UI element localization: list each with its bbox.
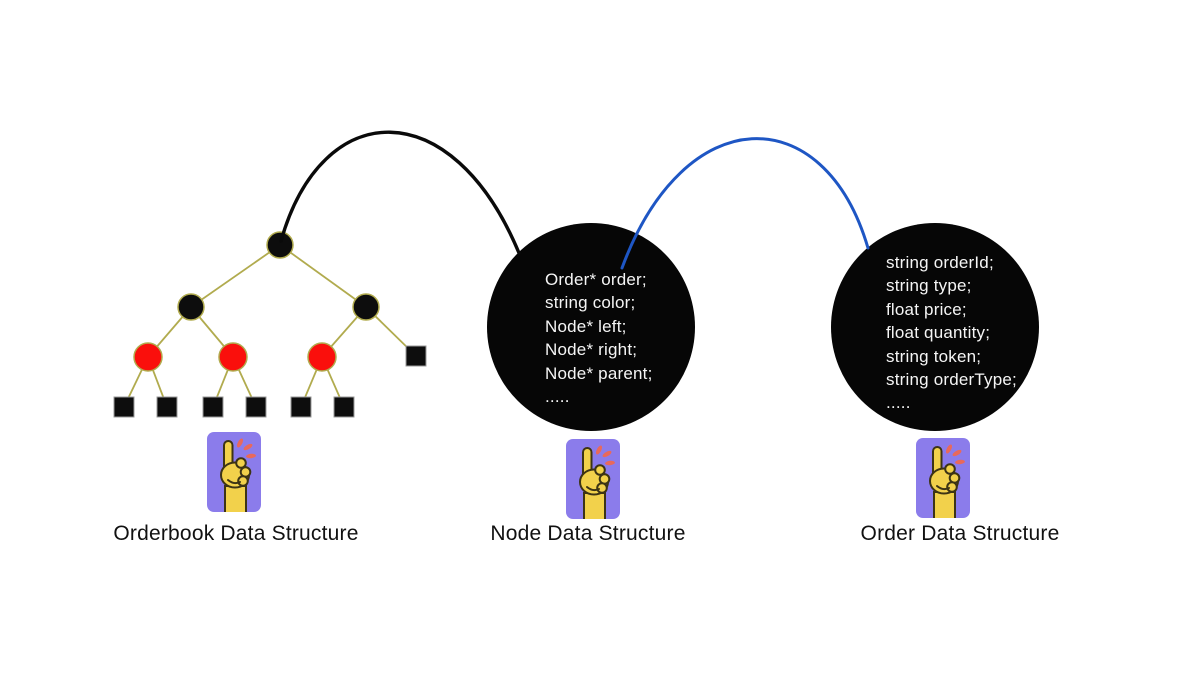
tree-leaf-square xyxy=(156,396,178,418)
orderbook-caption: Orderbook Data Structure xyxy=(113,522,359,545)
arc-tree-to-node xyxy=(279,130,521,255)
tree-root-node xyxy=(266,231,294,259)
pointing-finger-icon xyxy=(207,432,261,512)
node-circle: Order* order; string color; Node* left; … xyxy=(487,223,695,431)
order-code-block: string orderId; string type; float price… xyxy=(886,251,1017,415)
order-caption: Order Data Structure xyxy=(860,522,1060,545)
tree-red-node xyxy=(218,342,248,372)
code-line: Node* left; xyxy=(545,316,627,336)
tree-leaf-square xyxy=(290,396,312,418)
code-line: ..... xyxy=(545,387,570,407)
tree-black-node xyxy=(352,293,380,321)
hand-graphic xyxy=(579,445,615,519)
code-line: string orderId; xyxy=(886,253,994,272)
tree-leaf-square xyxy=(245,396,267,418)
tree-red-node xyxy=(307,342,337,372)
code-line: float price; xyxy=(886,299,967,319)
code-line: Node* parent; xyxy=(545,363,653,383)
code-line: string orderType; xyxy=(886,370,1017,390)
hand-graphic xyxy=(929,444,965,518)
code-line: float quantity; xyxy=(886,323,991,343)
order-circle: string orderId; string type; float price… xyxy=(831,223,1039,431)
code-line: string token; xyxy=(886,346,982,366)
tree-leaf-square xyxy=(405,345,427,367)
code-line: string type; xyxy=(886,276,972,296)
tree-black-node xyxy=(177,293,205,321)
code-line: Node* right; xyxy=(545,340,638,360)
code-line: Order* order; xyxy=(545,270,647,289)
pointing-finger-icon xyxy=(566,439,620,519)
tree-leaf-square xyxy=(113,396,135,418)
tree-red-node xyxy=(133,342,163,372)
hand-graphic xyxy=(220,438,256,512)
code-line: ..... xyxy=(886,393,911,413)
pointing-finger-icon xyxy=(916,438,970,518)
arc-node-to-order xyxy=(620,137,870,270)
node-caption: Node Data Structure xyxy=(490,522,686,545)
tree-leaf-square xyxy=(202,396,224,418)
node-code-block: Order* order; string color; Node* left; … xyxy=(545,268,653,408)
code-line: string color; xyxy=(545,293,636,313)
tree-leaf-square xyxy=(333,396,355,418)
